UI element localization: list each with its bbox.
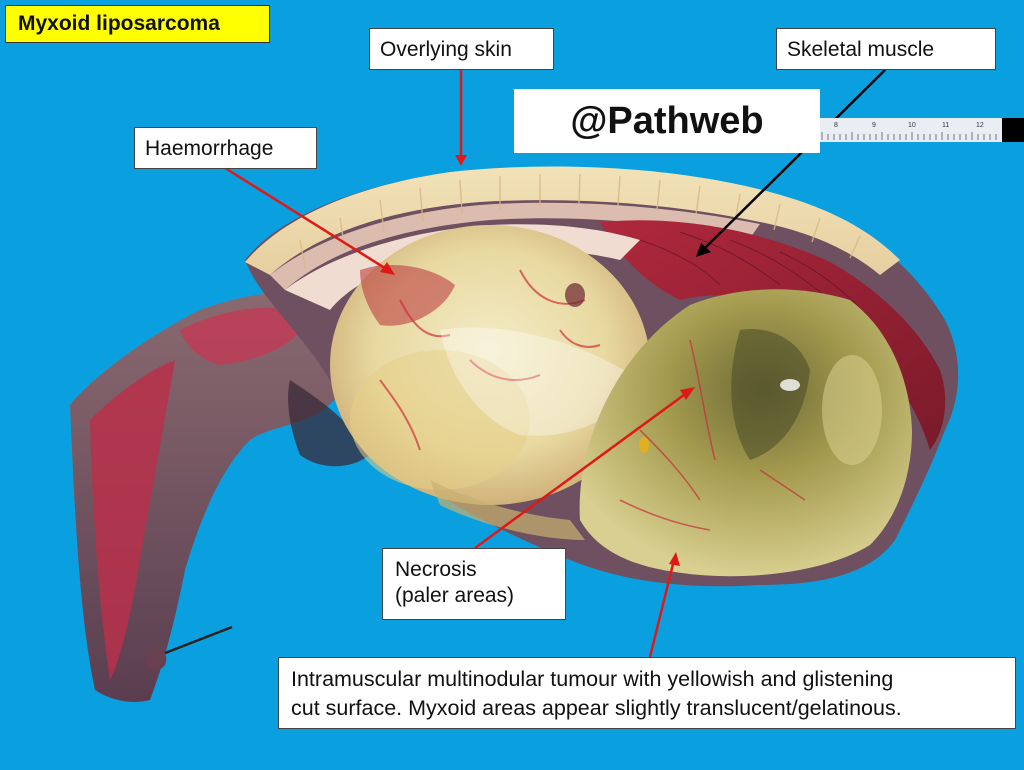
label-caption: Intramuscular multinodular tumour with y…	[278, 657, 1016, 729]
ruler-tick-12: 12	[976, 122, 984, 129]
necrosis-line-1: Necrosis	[395, 558, 477, 581]
necrosis-line-2: (paler areas)	[395, 584, 515, 608]
label-haemorrhage: Haemorrhage	[134, 127, 317, 169]
ruler-tick-11: 11	[942, 122, 949, 129]
caption-line-2: cut surface. Myxoid areas appear slightl…	[291, 696, 902, 721]
caption-line-1: Intramuscular multinodular tumour with y…	[291, 667, 894, 691]
suture-pin	[159, 625, 233, 657]
ruler-tick-10: 10	[908, 122, 916, 129]
label-skeletal-muscle: Skeletal muscle	[776, 28, 996, 70]
pathweb-watermark: @Pathweb	[514, 89, 820, 153]
ruler-tick-8: 8	[834, 122, 838, 129]
label-necrosis: Necrosis (paler areas)	[382, 548, 566, 620]
diagnosis-title: Myxoid liposarcoma	[5, 5, 270, 43]
label-overlying-skin: Overlying skin	[369, 28, 554, 70]
measurement-ruler: 8 9 10 11 12	[820, 118, 1024, 142]
ruler-tick-9: 9	[872, 122, 876, 129]
